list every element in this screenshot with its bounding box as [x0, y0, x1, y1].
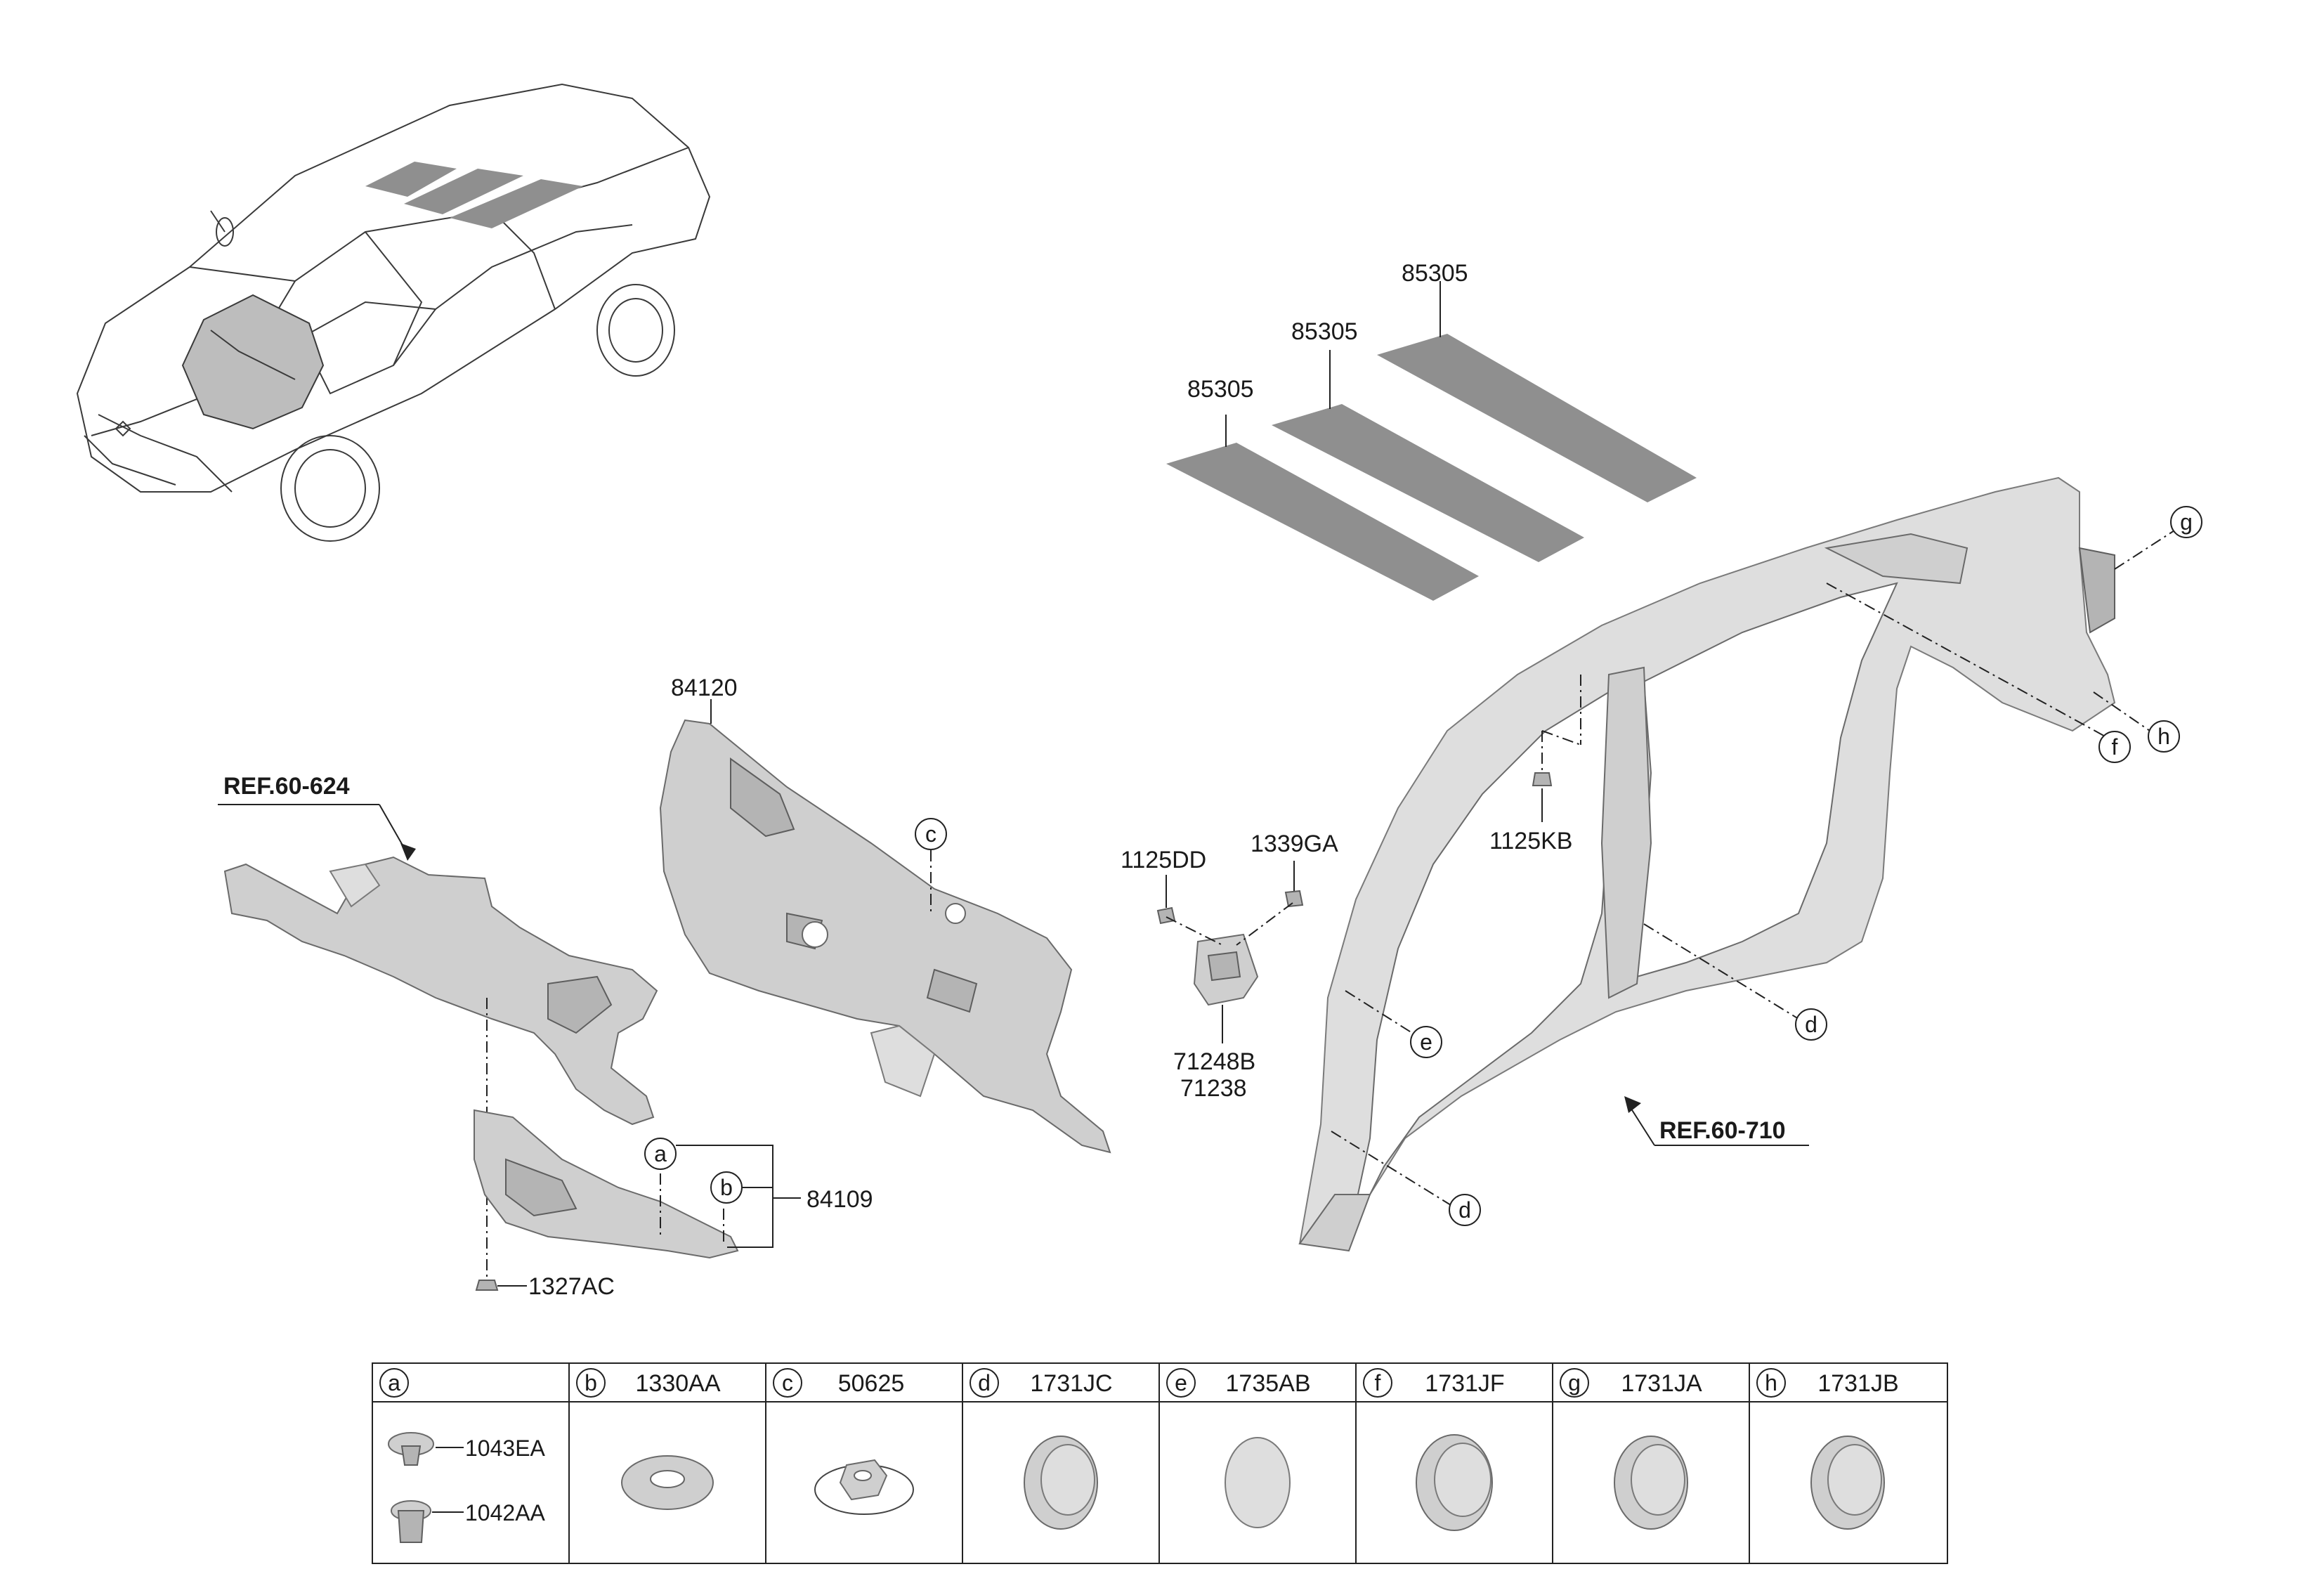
- callout-f: f: [2098, 731, 2131, 763]
- svg-text:f: f: [1375, 1370, 1381, 1395]
- table-part-1330AA: 1330AA: [636, 1370, 721, 1397]
- table-part-50625: 50625: [838, 1370, 905, 1397]
- table-part-1731JC: 1731JC: [1030, 1370, 1112, 1397]
- plug-1735AB-icon: [1225, 1437, 1291, 1528]
- label-71248B: 71248B: [1173, 1048, 1255, 1075]
- parts-table: a b 1330AA c 50625 d 1731JC e 1735AB f 1…: [372, 1362, 1948, 1564]
- svg-text:d: d: [978, 1370, 991, 1395]
- dash-panel-84120: [659, 699, 1111, 1154]
- plug-1731JB-icon: [1810, 1436, 1885, 1530]
- ref-60-710[interactable]: REF.60-710: [1659, 1117, 1786, 1144]
- table-cell-h-header: h 1731JB: [1756, 1368, 1899, 1398]
- table-cell-g-header: g 1731JA: [1560, 1368, 1702, 1398]
- nut-50625-icon: [814, 1459, 914, 1515]
- car-overview-illustration: [76, 83, 711, 542]
- table-cell-f-header: f 1731JF: [1363, 1368, 1505, 1398]
- table-cell-d-header: d 1731JC: [970, 1368, 1113, 1398]
- plug-1731JF-icon: [1416, 1434, 1493, 1531]
- callout-h-text: h: [2157, 724, 2170, 749]
- label-85305-left: 85305: [1187, 376, 1254, 403]
- callout-e-text: e: [1420, 1029, 1432, 1055]
- bolt-1125KB: [1532, 772, 1553, 786]
- table-part-1731JF: 1731JF: [1425, 1370, 1504, 1397]
- callout-g-text: g: [2180, 509, 2193, 535]
- callout-a: a: [644, 1138, 677, 1170]
- plug-1731JA-icon: [1614, 1436, 1688, 1530]
- svg-text:g: g: [1568, 1370, 1581, 1395]
- callout-d-upper: d: [1795, 1008, 1827, 1041]
- callout-c-text: c: [925, 821, 936, 847]
- callout-d-lower-text: d: [1458, 1197, 1471, 1223]
- svg-text:c: c: [782, 1370, 793, 1395]
- label-1327AC: 1327AC: [528, 1273, 615, 1300]
- label-84109: 84109: [807, 1186, 873, 1213]
- callout-d-upper-text: d: [1805, 1012, 1817, 1037]
- callout-h: h: [2148, 720, 2180, 753]
- label-71238: 71238: [1180, 1075, 1247, 1102]
- callout-b-text: b: [720, 1175, 733, 1200]
- label-84120: 84120: [671, 675, 738, 701]
- ref-60-624[interactable]: REF.60-624: [223, 773, 350, 800]
- table-part-1735AB: 1735AB: [1226, 1370, 1311, 1397]
- callout-d-lower: d: [1449, 1194, 1481, 1226]
- label-1042AA: 1042AA: [465, 1500, 546, 1525]
- fastener-1042AA: [391, 1500, 431, 1543]
- label-1043EA: 1043EA: [465, 1436, 546, 1461]
- table-part-1731JB: 1731JB: [1817, 1370, 1898, 1397]
- callout-f-text: f: [2112, 734, 2118, 760]
- table-part-1731JA: 1731JA: [1621, 1370, 1702, 1397]
- callout-g: g: [2170, 506, 2202, 538]
- roof-pads-85305: [1166, 281, 1697, 601]
- table-cell-a-header: a: [379, 1368, 409, 1398]
- under-cover-84109: [474, 1109, 739, 1259]
- svg-text:b: b: [585, 1370, 597, 1395]
- svg-text:a: a: [388, 1370, 400, 1395]
- table-cell-b-header: b 1330AA: [576, 1368, 721, 1398]
- body-side-outer-panel: [1298, 476, 2116, 1252]
- callout-c: c: [915, 818, 947, 850]
- bracket-71248B: [1193, 933, 1259, 1006]
- nut-1339GA: [1284, 890, 1304, 908]
- label-85305-middle: 85305: [1291, 318, 1358, 345]
- fastener-1043EA: [388, 1432, 434, 1466]
- label-1125KB: 1125KB: [1489, 828, 1572, 854]
- bolt-1327AC: [475, 1280, 499, 1291]
- front-subframe: [223, 856, 658, 1126]
- label-1339GA: 1339GA: [1251, 831, 1338, 857]
- svg-text:e: e: [1175, 1370, 1187, 1395]
- washer-1330AA-icon: [621, 1455, 714, 1510]
- callout-e: e: [1410, 1026, 1442, 1058]
- bolt-1125DD: [1156, 906, 1176, 925]
- callout-b: b: [710, 1171, 743, 1204]
- label-1125DD: 1125DD: [1121, 847, 1206, 873]
- svg-text:h: h: [1765, 1370, 1777, 1395]
- table-cell-c-header: c 50625: [773, 1368, 905, 1398]
- plug-1731JC-icon: [1024, 1436, 1098, 1530]
- callout-a-text: a: [654, 1141, 667, 1166]
- table-cell-e-header: e 1735AB: [1166, 1368, 1311, 1398]
- label-85305-right: 85305: [1402, 260, 1468, 287]
